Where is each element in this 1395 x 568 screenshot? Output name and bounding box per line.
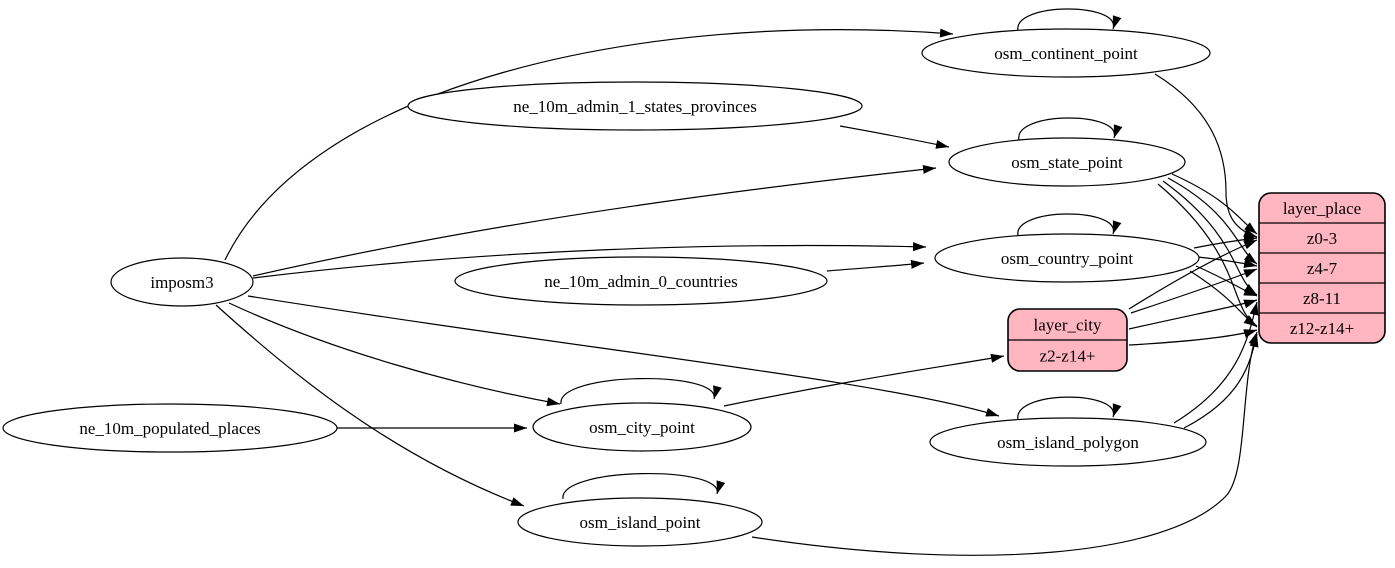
record-row-layer_place-z0-3: z0-3 [1307, 229, 1337, 248]
table-node-osm_state_point: osm_state_point [948, 137, 1186, 187]
node-label-osm_continent_point: osm_continent_point [994, 44, 1138, 63]
edge-osm_country_point-to-layer_place-z0-3 [1193, 235, 1258, 249]
record-row-layer_city-z2-z14+: z2-z14+ [1040, 347, 1096, 366]
edge-osm_island_polygon-to-layer_place-z8-11 [1173, 301, 1259, 424]
edge-osm_continent_point-to-osm_continent_point [1017, 8, 1122, 32]
edge-osm_island_polygon-to-layer_place-z12-z14+ [1183, 333, 1259, 429]
edge-layer_city-to-layer_place-z8-11 [1128, 299, 1258, 330]
node-shape-osm_country_point [934, 233, 1200, 283]
node-shape-osm_city_point [532, 402, 752, 452]
node-label-ne_10m_admin_1_states_provinces: ne_10m_admin_1_states_provinces [513, 97, 757, 116]
node-shape-ne_10m_admin_0_countries [454, 256, 828, 306]
record-title-layer_place: layer_place [1283, 199, 1361, 218]
edge-osm_state_point-to-osm_state_point [1018, 117, 1123, 141]
record-title-layer_city: layer_city [1034, 316, 1102, 335]
table-node-ne_10m_populated_places: ne_10m_populated_places [2, 403, 338, 453]
edge-osm_state_point-to-layer_place-z4-7 [1167, 177, 1258, 265]
node-label-ne_10m_populated_places: ne_10m_populated_places [79, 419, 260, 438]
node-shape-ne_10m_populated_places [2, 403, 338, 453]
node-label-osm_island_polygon: osm_island_polygon [997, 433, 1139, 452]
node-shape-osm_state_point [948, 137, 1186, 187]
edge-osm_state_point-to-layer_place-z8-11 [1162, 180, 1258, 296]
edge-imposm3-to-osm_continent_point [224, 28, 954, 261]
edge-osm_state_point-to-layer_place-z0-3 [1171, 173, 1258, 235]
table-node-osm_island_point: osm_island_point [517, 497, 763, 547]
edge-osm_island_point-to-osm_island_point [562, 473, 726, 500]
node-shape-ne_10m_admin_1_states_provinces [407, 81, 863, 131]
edge-imposm3-to-osm_island_polygon [247, 295, 1000, 417]
node-label-osm_island_point: osm_island_point [580, 513, 701, 532]
edge-imposm3-to-osm_state_point [252, 164, 937, 277]
table-node-ne_10m_admin_0_countries: ne_10m_admin_0_countries [454, 256, 828, 306]
record-row-layer_place-z4-7: z4-7 [1307, 259, 1338, 278]
edge-imposm3-to-osm_city_point [228, 302, 561, 407]
edge-layer_city-to-layer_place-z0-3 [1128, 239, 1258, 310]
record-node-layer_city: layer_city z2-z14+ [1007, 308, 1128, 372]
edge-osm_country_point-to-layer_place-z8-11 [1195, 265, 1258, 297]
edge-osm_island_polygon-to-osm_island_polygon [1017, 396, 1122, 421]
node-label-osm_country_point: osm_country_point [1001, 249, 1133, 268]
nodes-layer: imposm3 ne_10m_admin_1_states_provincesne… [2, 28, 1386, 547]
node-label-ne_10m_admin_0_countries: ne_10m_admin_0_countries [544, 272, 738, 291]
table-node-osm_country_point: osm_country_point [934, 233, 1200, 283]
table-node-osm_city_point: osm_city_point [532, 402, 752, 452]
record-row-layer_place-z8-11: z8-11 [1303, 289, 1341, 308]
edge-ne_10m_admin_1_states_provinces-to-osm_state_point [839, 125, 950, 149]
edges-layer [215, 8, 1259, 556]
node-label-imposm3: imposm3 [150, 273, 213, 292]
node-label-osm_city_point: osm_city_point [589, 418, 695, 437]
node-shape-osm_island_point [517, 497, 763, 547]
table-node-osm_continent_point: osm_continent_point [921, 28, 1211, 78]
edge-osm_continent_point-to-layer_place-z0-3 [1154, 73, 1258, 238]
edge-layer_city-to-layer_place-z4-7 [1130, 268, 1258, 314]
record-row-layer_place-z12-z14+: z12-z14+ [1290, 319, 1354, 338]
table-node-imposm3: imposm3 [110, 257, 254, 307]
record-node-layer_place: layer_place z0-3 z4-7 z8-11 z12-z14+ [1258, 192, 1386, 344]
node-label-osm_state_point: osm_state_point [1011, 153, 1123, 172]
edge-osm_country_point-to-osm_country_point [1017, 213, 1122, 237]
edge-layer_city-to-layer_place-z12-z14+ [1128, 329, 1258, 346]
table-node-osm_island_polygon: osm_island_polygon [929, 417, 1207, 467]
node-shape-osm_continent_point [921, 28, 1211, 78]
edge-osm_city_point-to-osm_city_point [560, 378, 722, 405]
edge-osm_country_point-to-layer_place-z4-7 [1197, 256, 1258, 268]
edge-imposm3-to-osm_island_point [215, 304, 525, 507]
node-shape-imposm3 [110, 257, 254, 307]
table-node-ne_10m_admin_1_states_provinces: ne_10m_admin_1_states_provinces [407, 81, 863, 131]
record-shape-layer_place [1258, 192, 1386, 344]
edge-osm_island_point-to-layer_place-z12-z14+ [751, 331, 1258, 556]
node-shape-osm_island_polygon [929, 417, 1207, 467]
edge-osm_city_point-to-layer_city-z2-z14+ [723, 353, 1005, 407]
edge-ne_10m_admin_0_countries-to-osm_country_point [826, 259, 925, 272]
edge-imposm3-to-osm_country_point [252, 242, 927, 279]
